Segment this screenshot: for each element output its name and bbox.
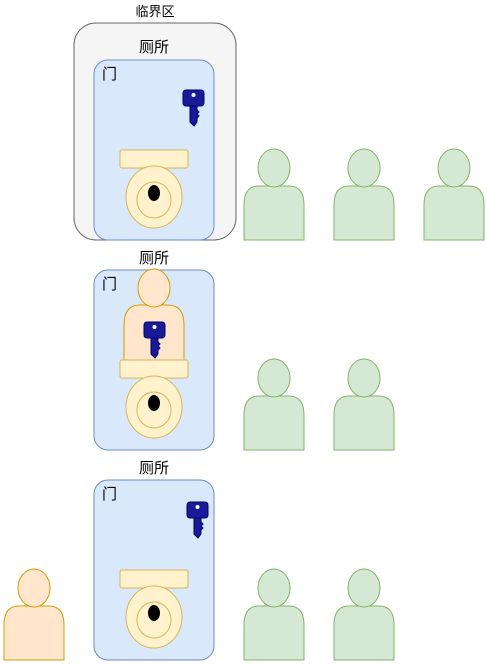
waiting-person <box>333 568 395 661</box>
scene-1-title: 厕所 <box>139 38 169 56</box>
waiting-person <box>243 358 305 451</box>
scene-3-title: 厕所 <box>139 459 169 477</box>
scene-3: 厕所 门 <box>93 459 215 661</box>
waiting-person <box>243 568 305 661</box>
key-icon <box>143 321 166 359</box>
key-icon <box>186 501 209 539</box>
scene-2-title: 厕所 <box>139 249 169 267</box>
door-3-label: 门 <box>102 485 117 503</box>
toilet-icon <box>119 569 189 649</box>
waiting-person <box>243 148 305 241</box>
scene-1: 厕所 门 <box>93 38 215 241</box>
door-1-label: 门 <box>102 65 117 83</box>
waiting-person <box>423 148 485 241</box>
toilet-icon <box>119 149 189 229</box>
leaving-person <box>3 568 65 661</box>
critical-section-label: 临界区 <box>135 5 174 20</box>
toilet-icon <box>119 359 189 439</box>
key-icon <box>182 89 205 127</box>
scene-2: 厕所 门 <box>93 249 215 451</box>
waiting-person <box>333 148 395 241</box>
waiting-person <box>333 358 395 451</box>
door-2-label: 门 <box>102 275 117 293</box>
